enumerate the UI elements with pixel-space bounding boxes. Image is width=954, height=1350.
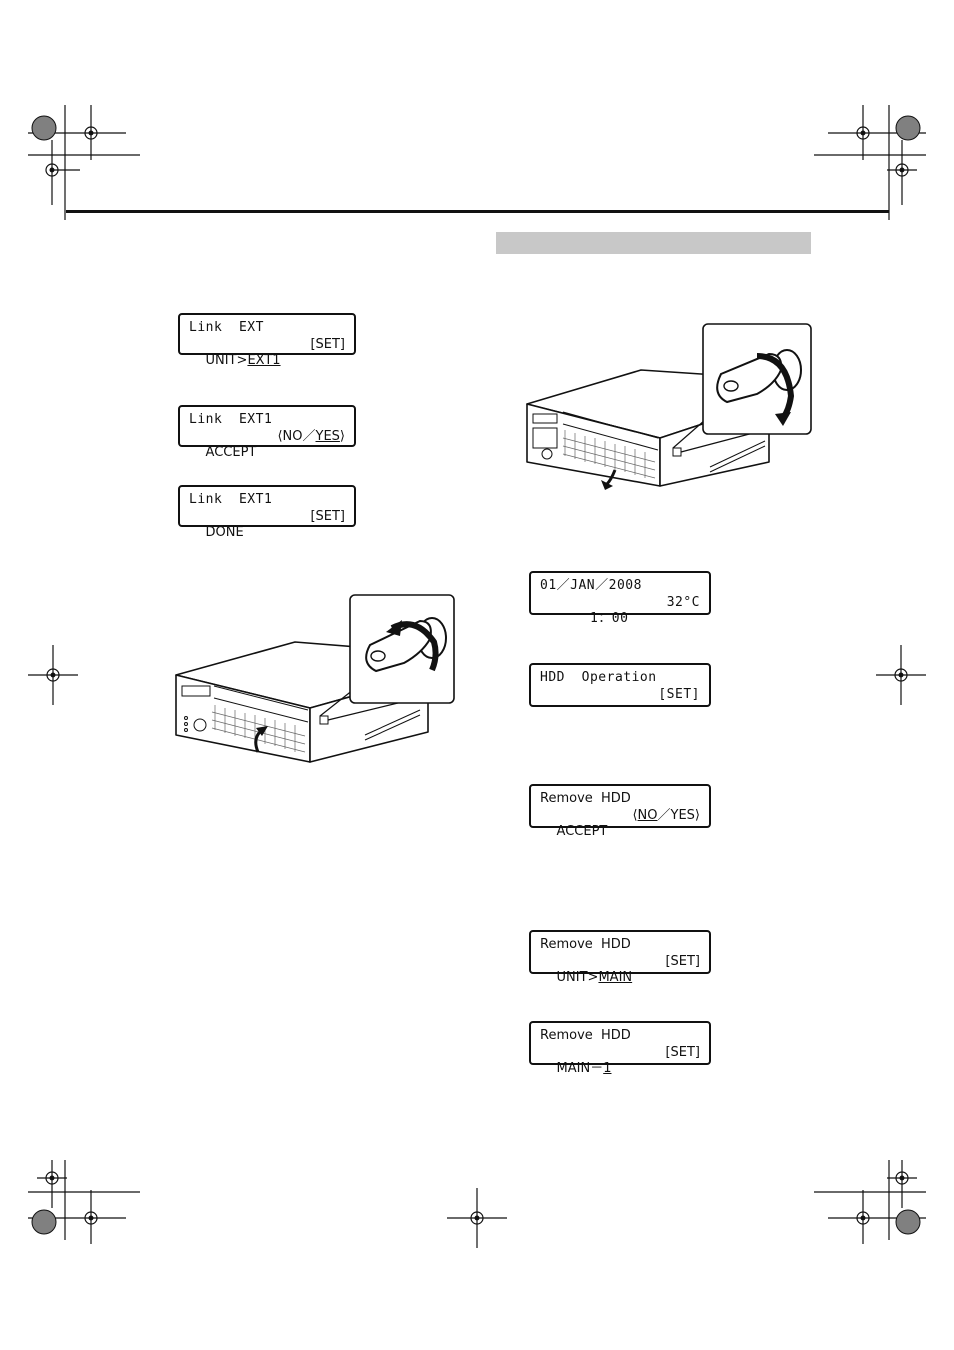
lcd-set-label: [SET] (665, 1045, 700, 1060)
lcd-line-2: [SET] (540, 687, 700, 703)
registration-mark-bottom-center (447, 1188, 507, 1248)
registration-mark-middle-right (876, 645, 926, 705)
lcd-line-2: 1：00 32°C (540, 595, 700, 626)
header-rule (66, 210, 889, 213)
lcd-line-1: Remove HDD (540, 937, 631, 952)
lcd-label: ACCEPT (205, 445, 257, 460)
lcd-date: 01／JAN／2008 (540, 578, 642, 593)
lcd-line-2: UNIT>EXT1 [SET] (189, 337, 345, 368)
lcd-choice: ⟨NO／YES⟩ (632, 808, 700, 823)
lcd-line-1: Link EXT (189, 320, 264, 335)
lcd-line-1: Remove HDD (540, 1028, 631, 1043)
lcd-line-2: UNIT>MAIN [SET] (540, 954, 700, 985)
registration-mark-middle-left (28, 645, 78, 705)
registration-mark-bottom-right (814, 1160, 926, 1244)
registration-mark-top-right (814, 105, 926, 220)
lcd-line-1: Link EXT1 (189, 412, 273, 427)
lcd-line-2: ACCEPT ⟨NO／YES⟩ (540, 808, 700, 839)
lcd-set-label: [SET] (665, 954, 700, 969)
registration-mark-top-left (28, 105, 140, 220)
lcd-link-ext-unit: Link EXT UNIT>EXT1 [SET] (178, 313, 356, 368)
lcd-selected-value: YES (315, 429, 340, 444)
lcd-prefix: MAIN－ (556, 1061, 604, 1076)
illustration-recorder-key-lock (175, 594, 455, 763)
lcd-line-2: MAIN－1 [SET] (540, 1045, 700, 1076)
lcd-selected-value: 1 (603, 1061, 612, 1076)
lcd-line-2: ACCEPT ⟨NO／YES⟩ (189, 429, 345, 460)
lcd-prefix: UNIT> (556, 970, 599, 985)
lcd-selected-value: EXT1 (247, 353, 281, 368)
lcd-hdd-operation: HDD Operation [SET] (529, 663, 711, 707)
lcd-set-label: [SET] (310, 509, 345, 524)
lcd-line-1: Link EXT1 (189, 492, 273, 507)
lcd-link-ext1-accept: Link EXT1 ACCEPT ⟨NO／YES⟩ (178, 405, 356, 460)
lcd-line-1: Remove HDD (540, 791, 631, 806)
lcd-temperature: 32°C (666, 595, 700, 610)
lcd-remove-hdd-accept: Remove HDD ACCEPT ⟨NO／YES⟩ (529, 784, 711, 839)
lcd-time: 1：00 (573, 611, 629, 626)
lcd-set-label: [SET] (658, 687, 700, 702)
lcd-date-time-temp: 01／JAN／2008 1：00 32°C (529, 571, 711, 626)
registration-mark-bottom-left (28, 1160, 140, 1244)
section-heading-band (496, 232, 811, 254)
lcd-remove-hdd-unit: Remove HDD UNIT>MAIN [SET] (529, 930, 711, 985)
lcd-link-ext1-done: Link EXT1 DONE [SET] (178, 485, 356, 540)
lcd-remove-hdd-main: Remove HDD MAIN－1 [SET] (529, 1021, 711, 1076)
lcd-choice: ⟨NO／YES⟩ (277, 429, 345, 444)
lcd-label: ACCEPT (556, 824, 608, 839)
lcd-selected-value: MAIN (598, 970, 633, 985)
lcd-set-label: [SET] (310, 337, 345, 352)
lcd-line-2: DONE [SET] (189, 509, 345, 540)
lcd-line-1: HDD Operation (540, 670, 657, 685)
illustration-recorder-key-unlock (526, 323, 812, 490)
lcd-prefix: UNIT> (205, 353, 248, 368)
lcd-selected-value: NO (637, 808, 658, 823)
lcd-label: DONE (205, 525, 244, 540)
